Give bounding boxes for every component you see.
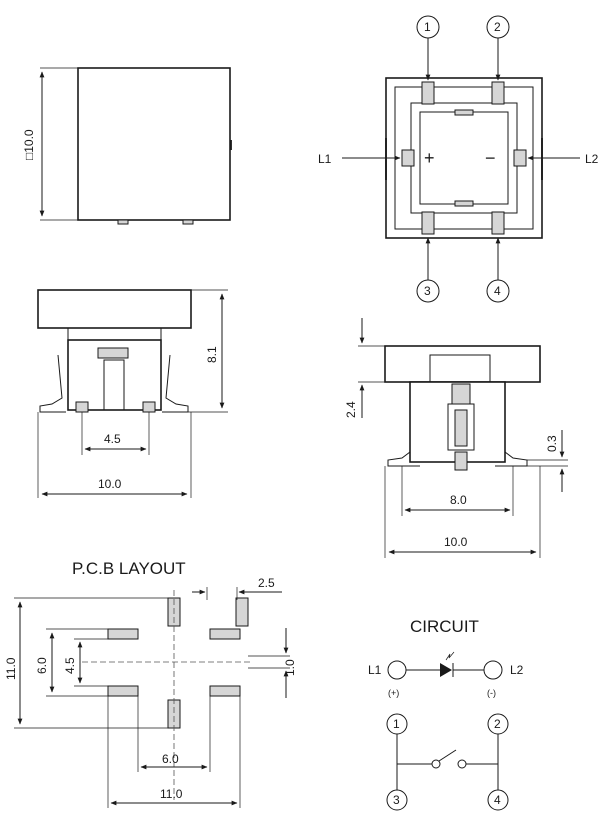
pcb-d25-label: 2.5 [258,576,275,590]
led-l2-label: L2 [585,152,599,166]
pcb-d45v-label: 4.5 [63,657,77,674]
circuit-pin-1-label: 1 [393,717,400,731]
pin-1-label: 1 [424,20,431,34]
top-size-label: □10.0 [22,129,36,160]
circuit-l2-label: L2 [510,663,524,677]
side-width-label: 10.0 [98,477,122,491]
circuit-pin-4-label: 4 [494,793,501,807]
circuit-pin-2-label: 2 [494,717,501,731]
switch-contact [438,749,457,762]
pcb-pad [209,685,241,697]
bottom-view: + − 1 2 3 4 L1 L2 [318,15,599,303]
side-height-label: 8.1 [205,346,219,363]
pcb-pad [209,628,241,640]
side-pitch-label: 4.5 [104,432,121,446]
pcb-title: P.C.B LAYOUT [72,559,186,578]
circuit-minus-label: (-) [487,688,496,698]
pcb-d110h-label: 11.0 [160,787,183,801]
plus-mark: + [424,148,435,168]
pcb-pad [107,685,139,697]
front-view: 2.4 0.3 8.0 10.0 [344,318,568,558]
front-lead-label: 0.3 [545,435,559,452]
pcb-d110v-label: 11.0 [4,657,18,680]
pcb-d60v-label: 6.0 [35,657,49,674]
top-view-body [77,67,231,221]
pcb-d60h-label: 6.0 [162,752,179,766]
circuit-pin-3-label: 3 [393,793,400,807]
top-view: □10.0 [22,67,232,225]
front-width-label: 10.0 [444,535,468,549]
pcb-d10-label: 1.0 [283,659,297,676]
circuit-l1-terminal [387,660,407,680]
front-inner-label: 8.0 [450,493,467,507]
pin-2-label: 2 [494,20,501,34]
pcb-layout: P.C.B LAYOUT 2.5 1.0 11.0 6.0 [4,559,297,808]
circuit-l1-label: L1 [368,663,382,677]
side-view: 8.1 4.5 10.0 [37,289,228,498]
circuit-title: CIRCUIT [410,617,479,636]
led-diode-symbol [440,663,452,677]
front-cap [384,345,541,383]
pin-3-label: 3 [424,284,431,298]
pcb-pad [167,699,181,729]
led-emission-icon [445,651,455,661]
pcb-pad [107,628,139,640]
pcb-pad [235,597,249,627]
led-l1-label: L1 [318,152,332,166]
front-cap-label: 2.4 [344,401,358,418]
side-cap [37,289,192,329]
circuit: CIRCUIT L1 (+) L2 (-) 1 2 3 4 [368,617,524,811]
circuit-plus-label: (+) [388,688,399,698]
circuit-l2-terminal [483,660,503,680]
minus-mark: − [485,148,496,168]
pin-4-label: 4 [494,284,501,298]
